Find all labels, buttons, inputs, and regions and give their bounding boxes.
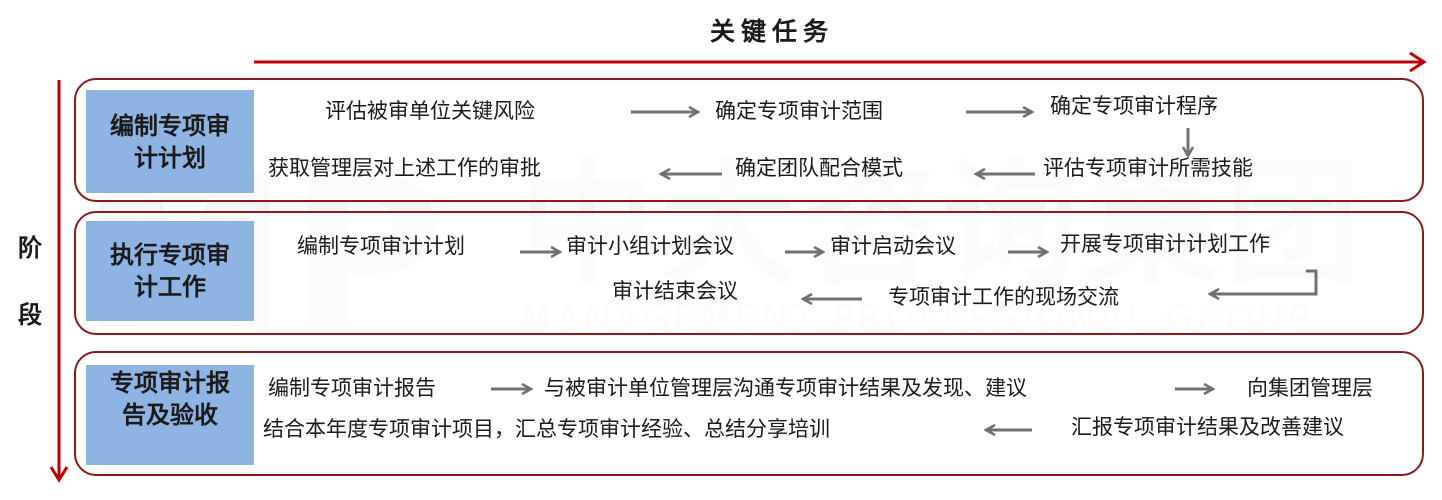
task-assess-key-risks: 评估被审单位关键风险 <box>325 99 535 123</box>
task-prepare-audit-plan: 编制专项审计计划 <box>297 234 465 258</box>
vertical-axis-arrow-icon <box>49 80 69 483</box>
stage-label-execution: 执行专项审计工作 <box>86 221 254 321</box>
task-management-approval: 获取管理层对上述工作的审批 <box>268 156 541 180</box>
stage-panel-execution <box>74 211 1424 335</box>
arrow-bent-left-icon <box>1210 269 1318 294</box>
task-kickoff-meeting: 审计启动会议 <box>830 234 956 258</box>
stage-label-line1: 编制专项审 <box>110 111 230 140</box>
task-report-to-group-line1: 向集团管理层 <box>1247 376 1373 400</box>
stage-panel-reporting <box>74 351 1424 476</box>
stage-label-line1: 执行专项审 <box>110 241 230 269</box>
task-summarize-and-train: 结合本年度专项审计项目，汇总专项审计经验、总结分享培训 <box>263 417 830 441</box>
stage-label-planning: 编制专项审计计划 <box>86 90 254 193</box>
stage-label-line2: 告及验收 <box>122 401 218 429</box>
stage-label-line2: 计工作 <box>134 273 206 301</box>
task-assess-skills: 评估专项审计所需技能 <box>1043 156 1253 180</box>
task-communicate-results: 与被审计单位管理层沟通专项审计结果及发现、建议 <box>544 376 1027 400</box>
phase-label-char-2: 段 <box>18 301 42 329</box>
task-prepare-report: 编制专项审计报告 <box>268 376 436 400</box>
task-team-planning-meeting: 审计小组计划会议 <box>566 234 734 258</box>
task-onsite-communication: 专项审计工作的现场交流 <box>888 285 1119 309</box>
task-closing-meeting: 审计结束会议 <box>612 279 738 303</box>
stage-label-line2: 计计划 <box>134 143 206 172</box>
task-team-coordination: 确定团队配合模式 <box>735 156 903 180</box>
stage-label-line1: 专项审计报 <box>110 369 230 397</box>
task-define-scope: 确定专项审计范围 <box>715 99 883 123</box>
horizontal-axis-arrow-icon <box>254 51 1427 73</box>
stage-panel-planning <box>74 78 1424 202</box>
key-tasks-title: 关键任务 <box>710 17 835 46</box>
phase-label-char-1: 阶 <box>18 234 42 262</box>
stage-label-reporting: 专项审计报告及验收 <box>86 365 254 465</box>
task-report-to-group-line2: 汇报专项审计结果及改善建议 <box>1071 415 1344 439</box>
task-execute-plan: 开展专项审计计划工作 <box>1060 232 1270 256</box>
task-define-procedures: 确定专项审计程序 <box>1050 94 1218 118</box>
